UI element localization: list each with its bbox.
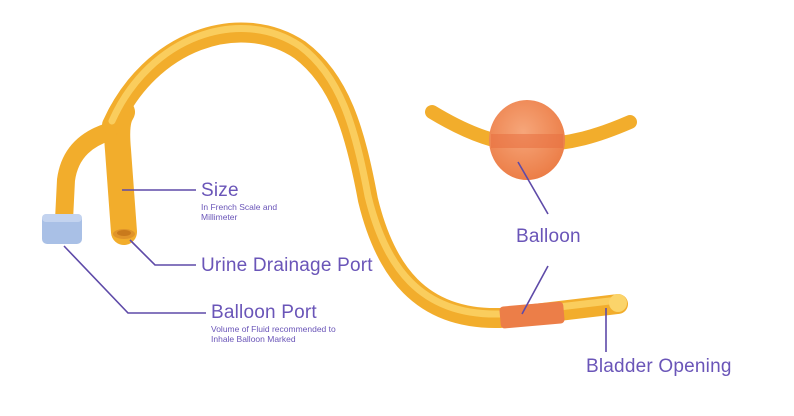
balloon-label: Balloon (516, 226, 581, 248)
main-shaft-highlight (108, 24, 622, 318)
urine-port-leader-line (129, 239, 196, 266)
balloon-port-title: Balloon Port (211, 302, 317, 323)
balloon-title: Balloon (516, 226, 581, 247)
inflated-balloon-detail (425, 100, 637, 180)
balloon-leader-line (517, 161, 549, 215)
bladder-opening-label: Bladder Opening (586, 356, 732, 378)
urine-drainage-port-label: Urine Drainage Port (201, 255, 373, 277)
balloon-port-leader-line (63, 245, 206, 314)
size-description: In French Scale and Millimeter (201, 202, 278, 222)
bladder-opening-title: Bladder Opening (586, 356, 732, 377)
leader-lines (63, 161, 607, 352)
balloon-port-description: Volume of Fluid recommended to Inhale Ba… (211, 324, 336, 344)
balloon-port-arm (55, 123, 117, 229)
balloon-port-label: Balloon Port Volume of Fluid recommended… (211, 302, 361, 344)
size-title: Size (201, 180, 239, 201)
balloon-port-cap (42, 214, 82, 244)
urine-drainage-port-title: Urine Drainage Port (201, 255, 373, 276)
balloon-band-leader-line (521, 265, 549, 315)
catheter-tip (609, 294, 627, 312)
balloon-band-on-tube (499, 301, 565, 329)
catheter-tube (55, 22, 628, 329)
size-label: Size In French Scale and Millimeter (201, 180, 291, 222)
